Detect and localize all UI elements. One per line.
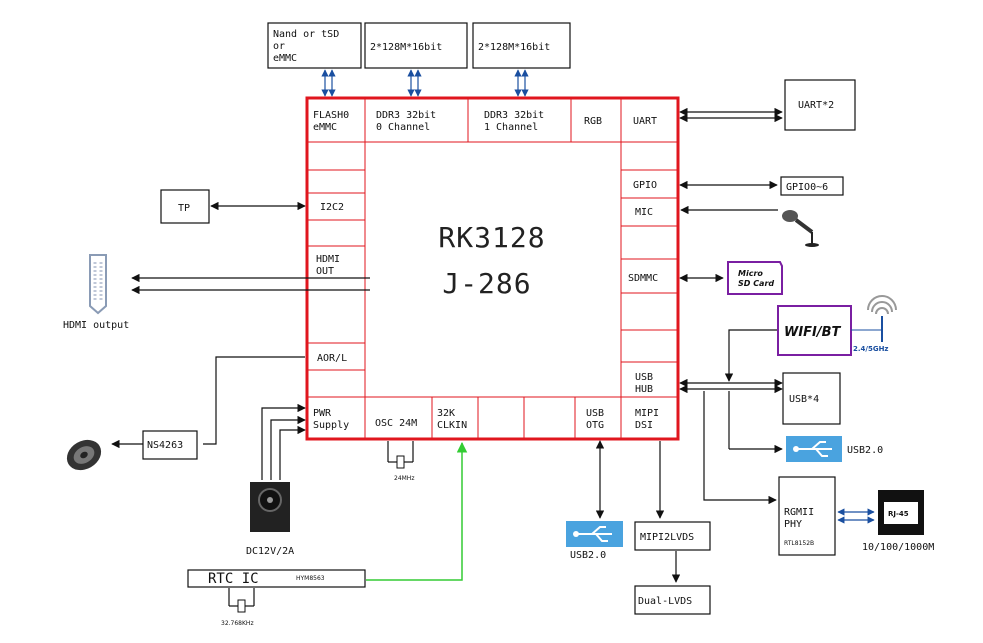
rj45-label: RJ-45	[888, 510, 909, 518]
crystal-24mhz-icon	[396, 455, 405, 469]
mipi2lvds-label: MIPI2LVDS	[640, 532, 694, 543]
rtc-label: RTC IC	[208, 571, 259, 587]
ddr-mem0-block: 2*128M*16bit	[364, 22, 468, 69]
gpio06-label: GPIO0~6	[786, 182, 828, 193]
usb4-label: USB*4	[789, 394, 819, 405]
dual-lvds-label: Dual-LVDS	[638, 596, 692, 607]
cell-uart: UART	[633, 116, 657, 127]
microphone-icon	[782, 210, 819, 247]
rgmii-line1: RGMII	[784, 507, 814, 518]
usb4-block: USB*4	[782, 372, 841, 425]
hdmi-connector-icon	[89, 254, 107, 315]
cell-clkin-line1: 32K	[437, 408, 455, 419]
cell-flash-line2: eMMC	[313, 122, 337, 133]
cell-usb-otg-line2: OTG	[586, 420, 604, 431]
cell-clkin-line2: CLKIN	[437, 420, 467, 431]
cell-usb-hub-line2: HUB	[635, 384, 653, 395]
dc-input-label: DC12V/2A	[246, 546, 294, 557]
osc-crystal-block: 24MHz	[387, 441, 414, 482]
soc-block: RK3128 J-286 FLASH0 eMMC DDR3 32bit 0 Ch…	[305, 96, 680, 441]
ddr-mem0-label: 2*128M*16bit	[370, 42, 442, 53]
tp-label: TP	[178, 203, 190, 214]
ddr-mem1-label: 2*128M*16bit	[478, 42, 550, 53]
soc-border	[305, 96, 680, 441]
gpio-block: GPIO0~6	[679, 176, 844, 196]
rtc-part-label: HYM8563	[296, 575, 325, 582]
mic-block	[680, 205, 819, 247]
crystal-24mhz-label: 24MHz	[394, 475, 414, 482]
speaker-icon	[66, 439, 102, 471]
cell-hdmi-line2: OUT	[316, 266, 334, 277]
nand-line2: or	[273, 41, 285, 52]
cell-ddr1-line1: DDR3 32bit	[484, 110, 544, 121]
cell-ddr1-line2: 1 Channel	[484, 122, 538, 133]
cell-ddr0-line2: 0 Channel	[376, 122, 430, 133]
rgmii-block: RGMII PHY RTL8152B	[778, 476, 875, 556]
sd-card-icon	[727, 261, 783, 295]
usb-hub-lines	[679, 329, 783, 505]
wifi-antenna-icon	[851, 295, 897, 342]
cell-pwr-line2: Supply	[313, 420, 349, 431]
power-block: DC12V/2A	[246, 403, 306, 557]
ethernet-speed-label: 10/100/1000M	[862, 542, 934, 553]
cell-usb-otg-line1: USB	[586, 408, 604, 419]
cell-usb-hub-line1: USB	[635, 372, 653, 383]
audio-block: NS4263	[66, 356, 305, 471]
cell-osc: OSC 24M	[375, 418, 417, 429]
memory-bus-arrows	[321, 69, 529, 97]
usb20-right-block: USB2.0	[786, 436, 883, 462]
soc-model: J-286	[442, 267, 531, 300]
ns4263-label: NS4263	[147, 440, 183, 451]
cell-rgb: RGB	[584, 116, 602, 127]
soc-name: RK3128	[438, 221, 545, 254]
rgmii-part: RTL8152B	[784, 540, 814, 547]
uart2-block: UART*2	[679, 79, 856, 131]
usb20-bottom-label: USB2.0	[570, 550, 606, 561]
nand-block: Nand or tSD or eMMC	[267, 22, 362, 69]
rj45-block: RJ-45 10/100/1000M	[862, 490, 934, 553]
rtc-block: RTC IC HYM8563 32.768KHz	[187, 441, 468, 627]
uart2-label: UART*2	[798, 100, 834, 111]
hdmi-output-label: HDMI output	[63, 320, 129, 331]
cell-flash-line1: FLASH0	[313, 110, 349, 121]
cell-pwr-line1: PWR	[313, 408, 332, 419]
wifi-block: WIFI/BT 2.4/5GHz	[777, 295, 897, 356]
usb-otg-block: USB2.0	[566, 440, 623, 561]
cell-mipi-line1: MIPI	[635, 408, 659, 419]
sd-card-line1: Micro	[738, 269, 763, 278]
mipi-lvds-block: MIPI2LVDS Dual-LVDS	[634, 441, 711, 615]
rgmii-line2: PHY	[784, 519, 802, 530]
wifi-band-label: 2.4/5GHz	[853, 345, 889, 353]
nand-line3: eMMC	[273, 53, 297, 64]
cell-i2c2: I2C2	[320, 202, 344, 213]
nand-line1: Nand or tSD	[273, 29, 339, 40]
cell-sdmmc: SDMMC	[628, 273, 658, 284]
crystal-32khz-label: 32.768KHz	[221, 620, 254, 627]
cell-aor: AOR/L	[317, 353, 347, 364]
cell-hdmi-line1: HDMI	[316, 254, 340, 265]
crystal-32khz-icon	[237, 599, 246, 613]
cell-ddr0-line1: DDR3 32bit	[376, 110, 436, 121]
sdcard-block: Micro SD Card	[679, 261, 783, 295]
cell-gpio: GPIO	[633, 180, 657, 191]
hdmi-block: HDMI output	[63, 254, 370, 331]
wifi-bt-label: WIFI/BT	[784, 325, 842, 340]
usb20-right-label: USB2.0	[847, 445, 883, 456]
tp-block: TP	[160, 189, 306, 224]
cell-mipi-line2: DSI	[635, 420, 653, 431]
clk-line	[366, 441, 468, 581]
cell-mic: MIC	[635, 207, 653, 218]
sd-card-line2: SD Card	[738, 279, 774, 288]
ddr-mem1-block: 2*128M*16bit	[472, 22, 571, 69]
